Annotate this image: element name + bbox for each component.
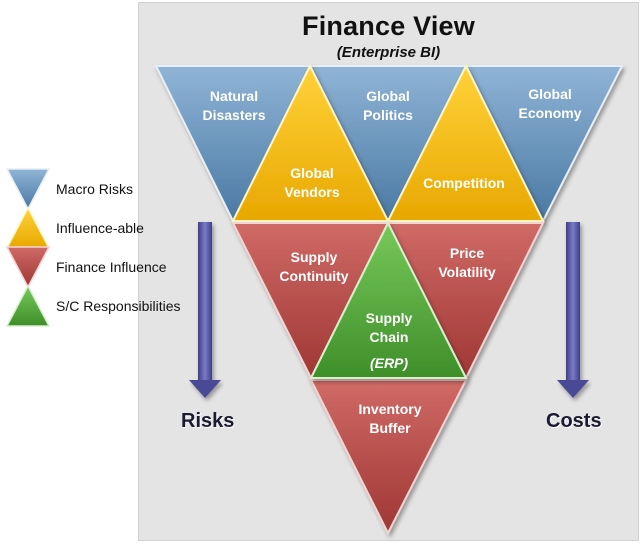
legend-item-sc-responsibilities: S/C Responsibilities xyxy=(4,282,204,334)
competition-segment xyxy=(386,63,545,222)
risks-arrow xyxy=(189,222,221,398)
legend-label: S/C Responsibilities xyxy=(56,298,181,314)
erp-label: (ERP) xyxy=(370,355,408,371)
supply-chain-segment xyxy=(309,220,468,379)
legend-item-macro-risks: Macro Risks xyxy=(4,165,204,217)
risks-label: Risks xyxy=(181,410,235,432)
competition-label: Competition xyxy=(423,175,505,191)
costs-label: Costs xyxy=(546,410,602,432)
legend-label: Finance Influence xyxy=(56,259,167,275)
legend-label: Macro Risks xyxy=(56,181,134,197)
legend-item-influence-able: Influence-able xyxy=(4,204,204,256)
macro-risks-swatch-icon xyxy=(5,168,51,211)
inventory-buffer-segment xyxy=(309,379,468,536)
legend-item-finance-influence: Finance Influence xyxy=(4,243,204,295)
global-vendors-segment xyxy=(231,63,390,222)
costs-arrow xyxy=(557,222,589,398)
sc-responsibilities-swatch-icon xyxy=(5,284,51,327)
page-subtitle: (Enterprise BI) xyxy=(336,44,441,61)
page-title: Finance View xyxy=(302,11,475,41)
legend-label: Influence-able xyxy=(56,220,144,236)
finance-influence-swatch-icon xyxy=(5,246,51,289)
